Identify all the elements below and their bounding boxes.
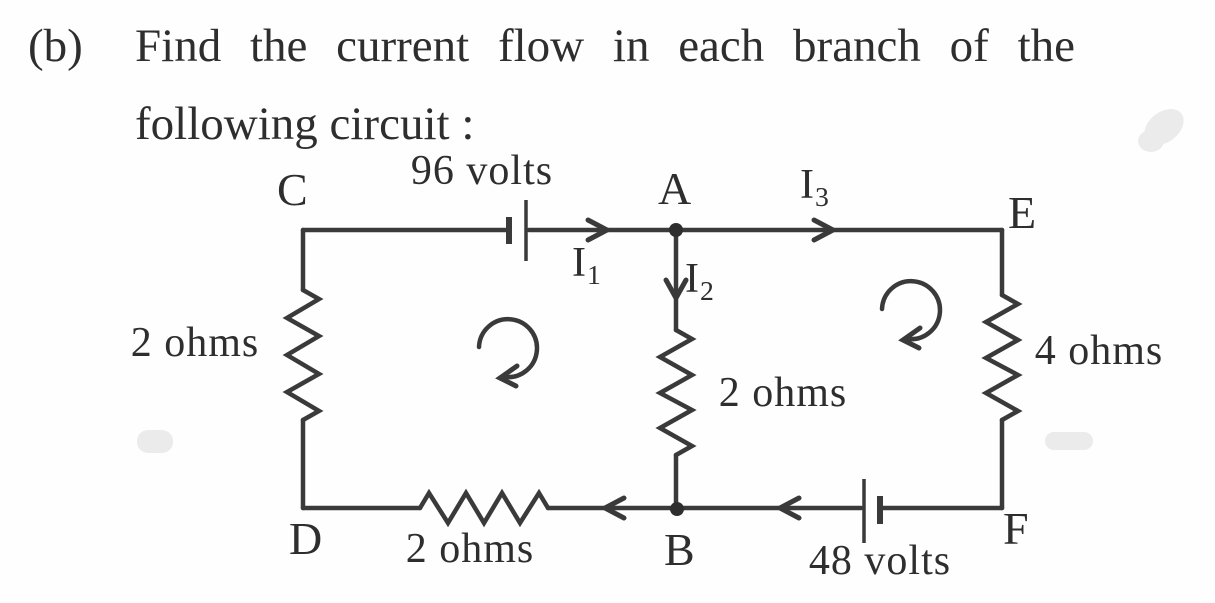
bottom-wire-arrow-right-of-b [774, 495, 802, 521]
loop-direction-left [476, 316, 540, 389]
resistor-label-right: 4 ohms [1034, 328, 1164, 374]
current-arrows [585, 217, 839, 521]
current-label-i2-sub: 2 [700, 274, 715, 306]
circuit-wires [300, 227, 1005, 511]
current-label-i1: I1 [572, 242, 602, 288]
source-label-96v: 96 volts [410, 148, 554, 194]
current-label-i2: I2 [685, 258, 715, 304]
resistor-label-middle: 2 ohms [718, 370, 848, 416]
resistor-label-left: 2 ohms [130, 320, 260, 366]
loop-arrow-left-arc [476, 316, 540, 380]
scan-smudge-left [137, 430, 173, 453]
scan-smudge-top-right-2 [1138, 130, 1164, 152]
resistor-middle-zigzag [655, 327, 697, 458]
node-label-b: B [664, 524, 695, 575]
resistor-label-bottom: 2 ohms [405, 526, 535, 572]
current-label-i1-sub: 1 [587, 258, 602, 290]
question-text-line2: following circuit : [135, 98, 475, 150]
loop-arrow-right-arc [879, 278, 943, 342]
loop-arrow-right-head [898, 325, 923, 351]
node-label-c: C [277, 164, 308, 215]
resistor-right-zigzag [981, 292, 1023, 423]
node-a-dot [669, 223, 683, 237]
loop-arrow-left-head [495, 363, 520, 389]
node-b-dot [670, 502, 684, 516]
current-label-i3-sub: 3 [815, 180, 830, 212]
current-label-i3: I3 [800, 164, 830, 210]
question-part-label: (b) [28, 20, 83, 72]
scan-smudges [137, 109, 1184, 453]
question-text-line1: Find the current flow in each branch of … [135, 20, 1075, 72]
battery-48v [862, 479, 883, 543]
node-label-a: A [658, 163, 692, 214]
scan-smudge-right [1045, 432, 1093, 450]
node-label-e: E [1008, 187, 1037, 238]
resistor-bottom-zigzag [417, 488, 551, 528]
current-label-i3-base: I [800, 162, 815, 208]
battery-96v [506, 200, 528, 261]
bottom-wire-arrow-left-of-b [599, 495, 627, 521]
circuit-resistors [282, 287, 1023, 528]
node-label-d: D [289, 513, 323, 564]
source-label-48v: 48 volts [808, 538, 952, 584]
current-label-i1-base: I [572, 240, 587, 286]
current-label-i2-base: I [685, 256, 700, 302]
current-arrow-i3-right [811, 217, 839, 243]
loop-direction-right [879, 278, 943, 351]
current-arrow-i1-right [585, 217, 613, 243]
node-label-f: F [1003, 503, 1029, 554]
current-arrow-i2-down [663, 277, 689, 304]
resistor-left-zigzag [282, 287, 324, 423]
